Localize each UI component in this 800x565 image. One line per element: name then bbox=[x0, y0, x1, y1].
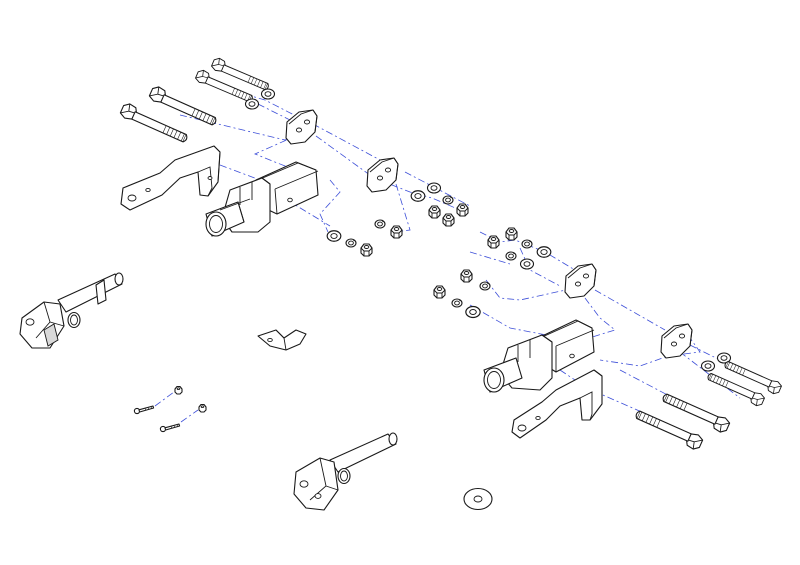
mounting-tab bbox=[285, 109, 318, 145]
flat-washer bbox=[244, 98, 260, 110]
hex-nut bbox=[460, 269, 473, 283]
lock-washer bbox=[521, 239, 533, 249]
hitch-pin-lower bbox=[293, 432, 398, 511]
lock-washer bbox=[505, 251, 517, 261]
small-screw bbox=[133, 405, 155, 415]
wire-clip-bracket bbox=[257, 329, 307, 351]
flat-washer bbox=[410, 190, 426, 202]
hex-nut bbox=[442, 213, 455, 227]
hex-nut bbox=[390, 225, 403, 239]
mounting-tab bbox=[564, 263, 597, 299]
hex-nut bbox=[433, 285, 446, 299]
hex-nut bbox=[360, 243, 373, 257]
hex-nut bbox=[505, 227, 518, 241]
hex-nut bbox=[428, 205, 441, 219]
left-side-arm bbox=[120, 145, 221, 211]
flat-washer bbox=[326, 230, 342, 242]
hex-nut bbox=[456, 203, 469, 217]
small-nut bbox=[198, 403, 207, 413]
hitch-pin-upper bbox=[19, 272, 124, 349]
flat-washer bbox=[465, 305, 481, 319]
large-washer bbox=[463, 487, 493, 511]
right-side-arm bbox=[511, 369, 603, 439]
right-receiver-bracket bbox=[483, 319, 595, 393]
small-screw bbox=[159, 423, 181, 433]
flat-washer bbox=[426, 182, 442, 194]
lower-right-bolt-set bbox=[632, 352, 783, 452]
hex-nut bbox=[487, 235, 500, 249]
mounting-tab bbox=[366, 157, 399, 193]
small-nut bbox=[174, 385, 183, 395]
lock-washer bbox=[451, 298, 463, 308]
assembly-guide-lines bbox=[179, 89, 761, 421]
lock-washer bbox=[374, 219, 386, 229]
lock-washer bbox=[345, 238, 357, 248]
flat-washer bbox=[700, 360, 716, 372]
mounting-tab bbox=[660, 323, 693, 359]
lock-washer bbox=[479, 281, 491, 291]
flat-washer bbox=[519, 258, 535, 270]
upper-left-bolt-set bbox=[118, 56, 276, 146]
small-fastener-set bbox=[133, 385, 207, 433]
left-receiver-bracket bbox=[205, 161, 319, 237]
centre-hardware-right bbox=[433, 227, 552, 319]
long-bolt bbox=[147, 84, 220, 129]
flat-washer bbox=[260, 88, 276, 100]
flat-washer bbox=[536, 246, 552, 258]
lock-washer bbox=[442, 195, 454, 205]
